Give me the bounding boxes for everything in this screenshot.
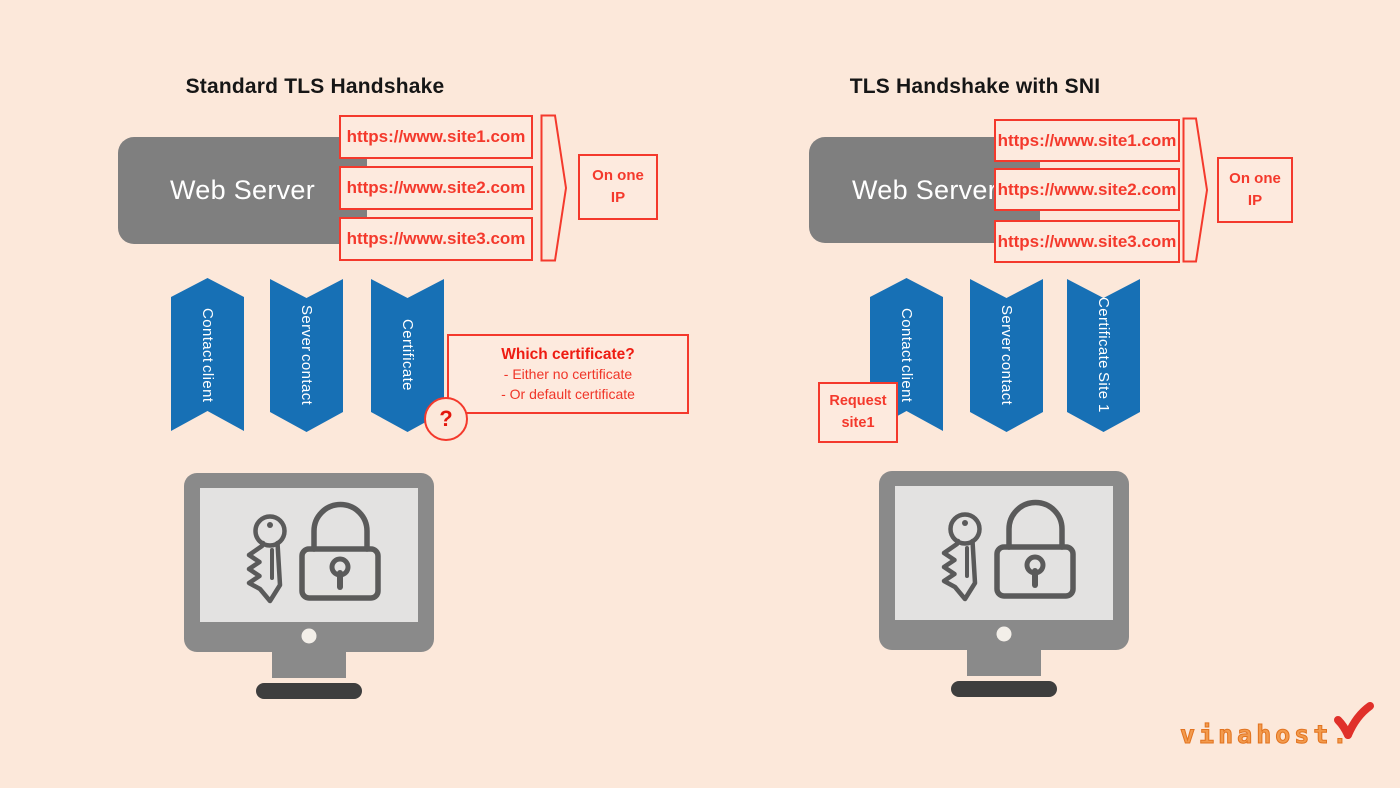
chevron-certificate: Certificate bbox=[371, 278, 444, 432]
ip-note-line: On one bbox=[592, 167, 644, 185]
ip-note-line: IP bbox=[1247, 192, 1263, 209]
site-url-label: https://www.site2.com bbox=[997, 179, 1177, 199]
callout-item: - Either no certificate bbox=[503, 366, 633, 383]
which-certificate-callout: Which certificate? - Either no certifica… bbox=[447, 334, 689, 414]
chevron-label: client bbox=[199, 365, 216, 403]
vinahost-logo: vinahost. bbox=[1179, 702, 1380, 756]
request-note-line: Request bbox=[829, 393, 887, 410]
brace-shape bbox=[540, 114, 568, 262]
logo-text: vinahost. bbox=[1179, 720, 1352, 750]
chevron-down-shape bbox=[970, 279, 1043, 432]
question-mark-badge: ? bbox=[424, 397, 468, 441]
chevron-label: Server bbox=[298, 304, 315, 352]
web-server-label: Web Server bbox=[169, 175, 316, 205]
site-url-box: https://www.site3.com bbox=[994, 220, 1180, 263]
on-one-ip-box: On one IP bbox=[578, 154, 658, 220]
question-mark: ? bbox=[439, 406, 453, 431]
panel-title: TLS Handshake with SNI bbox=[849, 75, 1101, 99]
chevron-up-shape bbox=[171, 278, 244, 431]
chevron-down-shape bbox=[371, 279, 444, 432]
chevron-label: Contact bbox=[898, 307, 915, 363]
ip-note-line: On one bbox=[1229, 170, 1281, 188]
chevron-contact-client: Contact client bbox=[171, 278, 244, 432]
chevron-label: contact bbox=[998, 354, 1015, 406]
request-site1-box: Request site1 bbox=[818, 382, 898, 443]
site-url-label: https://www.site1.com bbox=[346, 127, 526, 146]
v-check-icon bbox=[1334, 702, 1374, 739]
chevron-label: Server bbox=[998, 304, 1015, 352]
chevron-label: Contact bbox=[199, 307, 216, 363]
chevron-server-contact: Server contact bbox=[970, 278, 1043, 432]
on-one-ip-box: On one IP bbox=[1217, 157, 1293, 223]
callout-title: Which certificate? bbox=[501, 345, 635, 363]
chevron-server-contact: Server contact bbox=[270, 278, 343, 432]
chevron-certificate-site1: Certificate Site 1 bbox=[1067, 278, 1140, 432]
site-url-label: https://www.site3.com bbox=[997, 231, 1177, 251]
monitor-icon bbox=[183, 472, 435, 702]
site-url-label: https://www.site3.com bbox=[346, 229, 526, 248]
ip-note-line: IP bbox=[610, 189, 626, 206]
site-url-box: https://www.site1.com bbox=[339, 115, 533, 159]
chevron-label: Site 1 bbox=[1095, 372, 1112, 413]
site-url-label: https://www.site2.com bbox=[346, 178, 526, 197]
site-url-box: https://www.site3.com bbox=[339, 217, 533, 261]
site-url-box: https://www.site2.com bbox=[994, 168, 1180, 211]
site-url-box: https://www.site2.com bbox=[339, 166, 533, 210]
chevron-label: Certificate bbox=[1095, 297, 1112, 370]
chevron-label: Certificate bbox=[399, 319, 416, 391]
site-url-box: https://www.site1.com bbox=[994, 119, 1180, 162]
web-server-label: Web Server bbox=[851, 174, 998, 205]
callout-item: - Or default certificate bbox=[501, 385, 635, 402]
brace-shape bbox=[1182, 117, 1209, 263]
chevron-label: contact bbox=[298, 354, 315, 406]
chevron-down-shape bbox=[270, 279, 343, 432]
site-url-label: https://www.site1.com bbox=[997, 130, 1177, 150]
panel-title: Standard TLS Handshake bbox=[185, 75, 445, 99]
chevron-down-shape bbox=[1067, 279, 1140, 432]
request-note-line: site1 bbox=[841, 414, 875, 431]
monitor-icon bbox=[878, 470, 1130, 700]
chevron-label: client bbox=[898, 365, 915, 403]
web-server-box: Web Server bbox=[118, 137, 367, 244]
